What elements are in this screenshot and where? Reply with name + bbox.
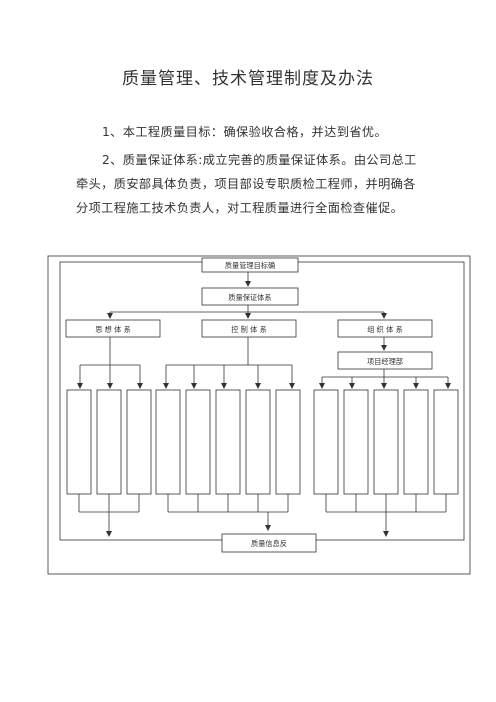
outer-frame — [47, 255, 471, 575]
branch-box-control — [201, 319, 297, 338]
item-box — [403, 389, 429, 495]
item-box — [275, 389, 301, 495]
item-box — [66, 389, 92, 495]
page-title: 质量管理、技术管理制度及办法 — [122, 69, 374, 89]
quality-goal-box — [201, 257, 299, 273]
item-box — [215, 389, 241, 495]
item-box — [313, 389, 339, 495]
item-box — [373, 389, 399, 495]
item-box — [245, 389, 271, 495]
project-manager-text: 项目经理部 — [367, 357, 403, 366]
project-manager-box — [337, 351, 433, 370]
quality-feedback-box — [221, 533, 317, 553]
item-box — [343, 389, 369, 495]
branch-organization-text: 组 织 体 系 — [367, 325, 403, 334]
quality-system-paragraph: 2、质量保证体系:成立完善的质量保证体系。由公司总工牵头，质安部具体负责，项目部… — [76, 153, 417, 215]
quality-goal-text: 质量管理目标确 — [225, 261, 275, 270]
quality-system-text: 质量保证体系 — [228, 293, 271, 302]
quality-goal-paragraph: 1、本工程质量目标：确保验收合格，并达到省优。 — [102, 125, 388, 139]
item-box — [185, 389, 211, 495]
item-box — [433, 389, 459, 495]
item-box — [126, 389, 152, 495]
item-box — [155, 389, 181, 495]
quality-feedback-text: 质量信息反 — [251, 539, 287, 548]
branch-box-organization — [337, 319, 433, 338]
quality-system-box — [201, 287, 299, 306]
branch-ideology-text: 思 想 体 系 — [95, 325, 131, 334]
branch-control-text: 控 制 体 系 — [231, 325, 267, 334]
item-box — [96, 389, 122, 495]
branch-box-ideology — [65, 319, 161, 338]
